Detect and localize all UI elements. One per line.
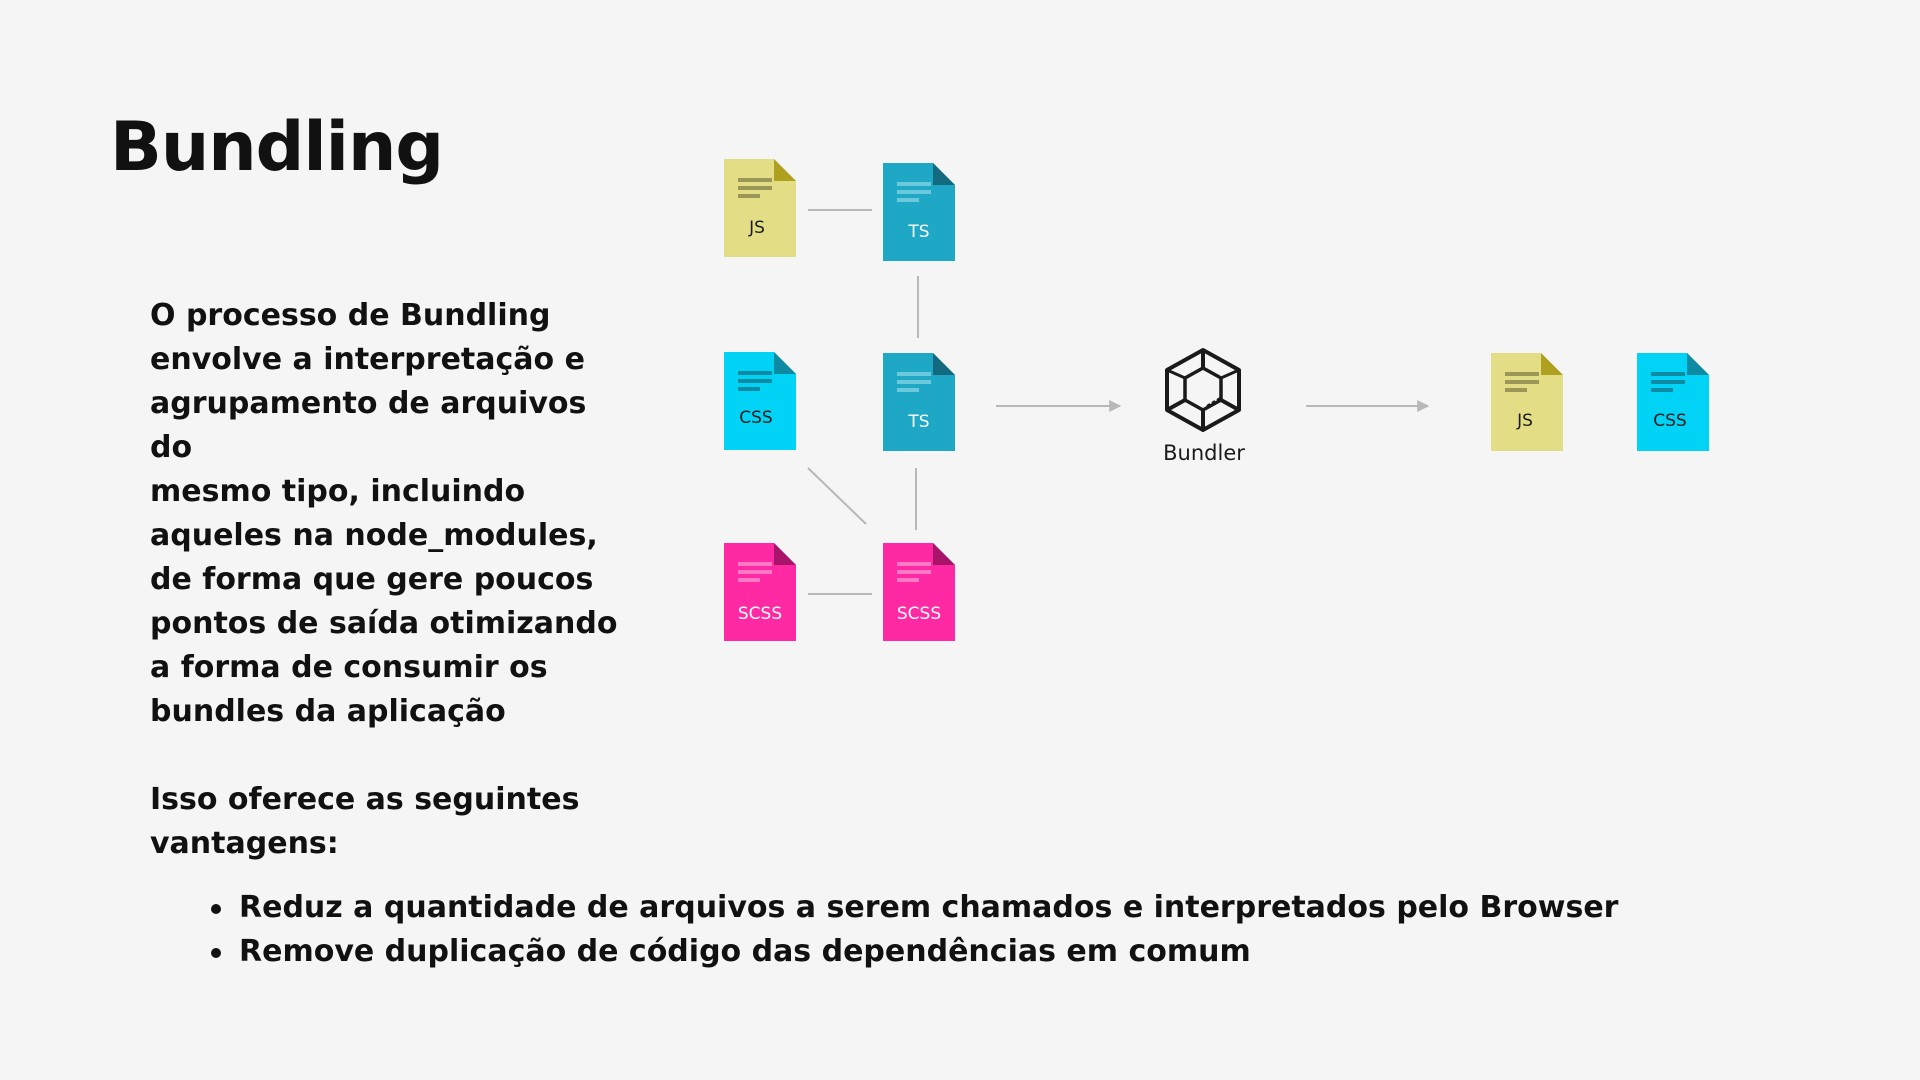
- description-line: bundles da aplicação: [150, 694, 506, 729]
- file-ts-icon: TS: [883, 353, 955, 451]
- advantage-item: Reduz a quantidade de arquivos a serem c…: [205, 886, 1618, 930]
- description-line: pontos de saída otimizando: [150, 606, 618, 641]
- slide-title: Bundling: [110, 108, 444, 187]
- bundler-label: Bundler: [1163, 441, 1245, 465]
- webpack-cube-icon: [1165, 348, 1241, 432]
- description-paragraph-1: O processo de Bundling envolve a interpr…: [150, 294, 620, 734]
- file-css-icon: CSS: [724, 352, 796, 450]
- file-scss-icon: SCSS: [883, 543, 955, 641]
- output-file-css-icon: CSS: [1637, 353, 1709, 451]
- description-line: a forma de consumir os: [150, 650, 548, 685]
- file-label: JS: [1516, 411, 1533, 431]
- description-line: envolve a interpretação e: [150, 342, 585, 377]
- output-file-js-icon: JS: [1491, 353, 1563, 451]
- description-line: O processo de Bundling: [150, 298, 551, 333]
- description-line: Isso oferece as seguintes: [150, 782, 580, 817]
- file-label: TS: [907, 222, 929, 242]
- file-label: CSS: [739, 408, 772, 428]
- file-label: JS: [748, 218, 765, 238]
- description-line: agrupamento de arquivos do: [150, 386, 587, 465]
- file-label: SCSS: [897, 604, 941, 624]
- file-ts-icon: TS: [883, 163, 955, 261]
- description-line: vantagens:: [150, 826, 339, 861]
- description-line: de forma que gere poucos: [150, 562, 594, 597]
- description-paragraph-2: Isso oferece as seguintes vantagens:: [150, 778, 620, 866]
- file-js-icon: JS: [724, 159, 796, 257]
- description: O processo de Bundling envolve a interpr…: [150, 294, 620, 866]
- connector-css-scss: [807, 467, 867, 525]
- file-scss-icon: SCSS: [724, 543, 796, 641]
- description-line: aqueles na node_modules,: [150, 518, 598, 553]
- advantage-item: Remove duplicação de código das dependên…: [205, 930, 1618, 974]
- file-label: TS: [907, 412, 929, 432]
- file-label: SCSS: [738, 604, 782, 624]
- connectors: [807, 209, 1430, 595]
- advantages-list: Reduz a quantidade de arquivos a serem c…: [205, 886, 1618, 974]
- file-label: CSS: [1653, 411, 1686, 431]
- description-line: mesmo tipo, incluindo: [150, 474, 526, 509]
